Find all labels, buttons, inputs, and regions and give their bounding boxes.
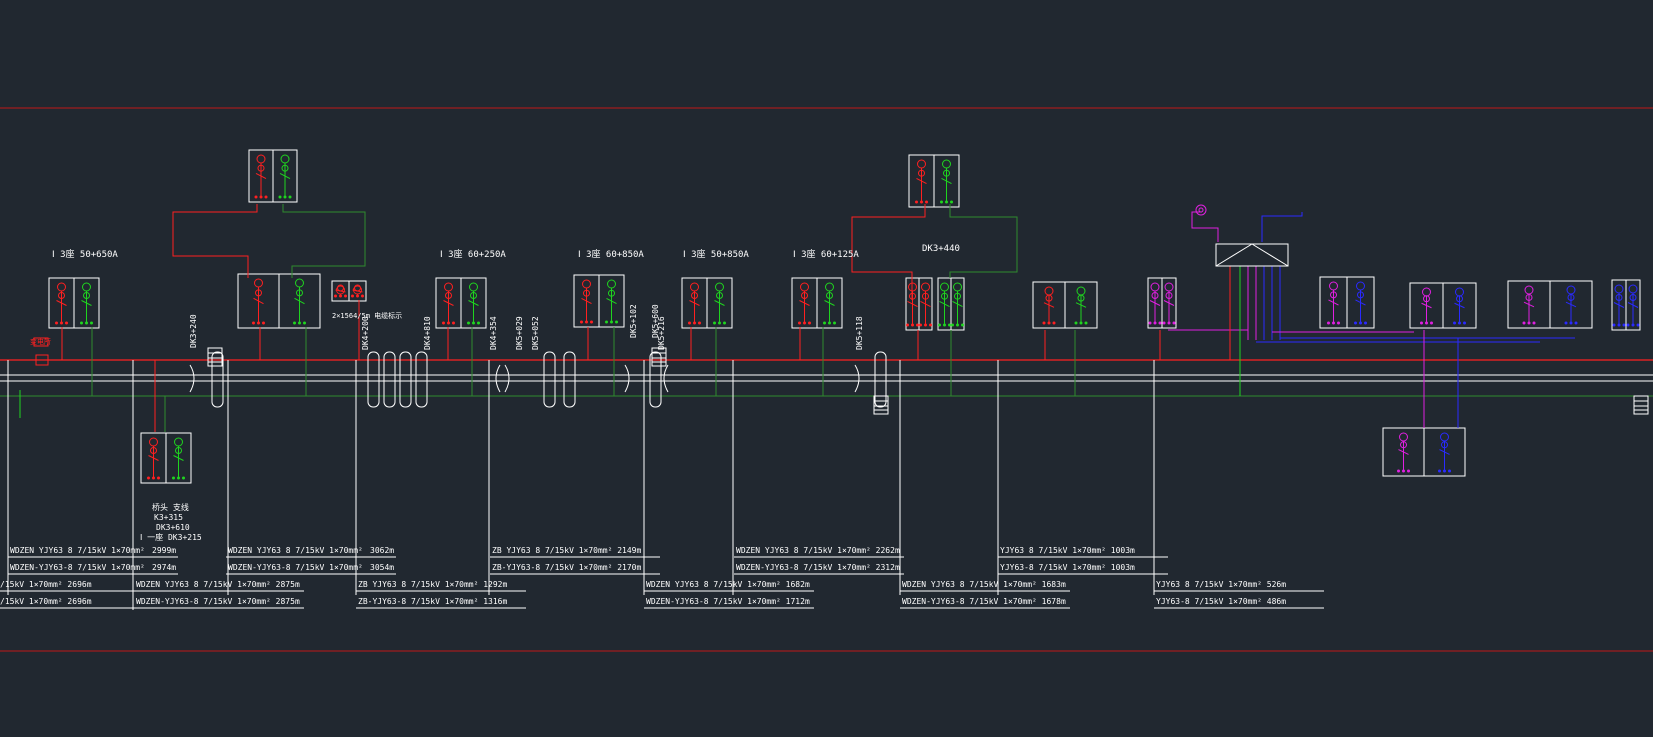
switchgear-cabinet <box>140 432 192 484</box>
stake-label: DK5+102 <box>629 304 638 338</box>
left-source-marker <box>19 337 49 418</box>
cable-spec-row: ZB YJY63 8 7/15kV 1×70mm² 1292mZB-YJY63-… <box>356 580 526 609</box>
cable-spec-row: WDZEN YJY63 8 7/15kV 1×70mm² 2875mWDZEN-… <box>134 580 304 609</box>
cable-spec-line-2: YJY63-8 7/15kV 1×70mm² 1003m <box>1000 563 1135 572</box>
stake-label: DK4+354 <box>489 316 498 350</box>
cable-spec-row: WDZEN YJY63 8 7/15kV 1×70mm² 2262mWDZEN-… <box>734 546 904 575</box>
vertical-drop-lines <box>7 360 1155 610</box>
branch-note-4: Ⅰ 一座 DK3+215 <box>140 532 202 542</box>
stake-label: DK5+216 <box>657 316 666 350</box>
cable-spec-row: WDZEN YJY63 8 7/15kV 1×70mm² WDZEN-YJY63-… <box>8 546 178 575</box>
cable-length-1: 3062m <box>370 546 394 555</box>
switchgear-cabinet <box>48 277 100 329</box>
cable-spec-line-1: WDZEN YJY63 8 7/15kV 1×70mm² <box>10 546 145 555</box>
crossing-symbols <box>189 351 887 408</box>
switchgear-cabinet <box>791 277 843 329</box>
cable-spec-line-2: ZB-YJY63-8 7/15kV 1×70mm² 1316m <box>358 597 507 606</box>
cable-spec-row: ZB YJY63 8 7/15kV 1×70mm² 2149mZB-YJY63-… <box>490 546 660 575</box>
stake-labels: DK3+240 DK4+200 DK4+810 DK4+354 DK5+029 DK5+0… <box>189 304 864 350</box>
stake-label: DK5+118 <box>855 316 864 350</box>
switchgear-cabinet <box>1611 279 1641 331</box>
cable-spec-line-1: YJY63 8 7/15kV 1×70mm² 526m <box>1156 580 1286 589</box>
stake-label: DK5+029 <box>515 316 524 350</box>
transformer-symbol <box>1195 204 1289 267</box>
switchgear-cabinet <box>1507 280 1593 329</box>
branch-note-1: 桥头 支线 <box>152 502 189 512</box>
cable-spec-line-2: ZB-YJY63-8 7/15kV 1×70mm² 2170m <box>492 563 641 572</box>
stake-label: DK3+240 <box>189 314 198 348</box>
branch-note-3: DK3+610 <box>156 523 190 532</box>
ladder-markers <box>207 347 1649 415</box>
cable-spec-line-2: WDZEN-YJY63-8 7/15kV 1×70mm² 2875m <box>136 597 300 606</box>
cable-spec-line-1: /15kV 1×70mm² 2696m <box>0 580 92 589</box>
main-bus <box>0 359 1653 397</box>
station-label-3: Ⅰ 3座 60+850A <box>578 248 644 260</box>
left-tag: 变电所 <box>30 337 51 346</box>
cable-spec-line-1: ZB YJY63 8 7/15kV 1×70mm² 1292m <box>358 580 507 589</box>
switchgear-cabinet <box>1147 277 1177 329</box>
cable-spec-line-2: WDZEN-YJY63-8 7/15kV 1×70mm² 1678m <box>902 597 1066 606</box>
switchgear-cabinet <box>435 277 487 329</box>
cable-spec-line-1: WDZEN YJY63 8 7/15kV 1×70mm² 2875m <box>136 580 300 589</box>
stake-label: DK5+052 <box>531 316 540 350</box>
cable-spec-line-1: YJY63 8 7/15kV 1×70mm² 1003m <box>1000 546 1135 555</box>
cable-length-2: 2974m <box>152 563 176 572</box>
stake-label: DK4+810 <box>423 316 432 350</box>
switchgear-cabinet <box>1409 282 1477 329</box>
cable-spec-line-2: YJY63-8 7/15kV 1×70mm² 486m <box>1156 597 1286 606</box>
station-labels: Ⅰ 3座 50+650A Ⅰ 3座 60+250A Ⅰ 3座 60+850A Ⅰ… <box>30 244 960 542</box>
switchgear-cabinet <box>681 277 733 329</box>
stake-label: DK4+200 <box>361 316 370 350</box>
cable-tables: WDZEN YJY63 8 7/15kV 1×70mm² WDZEN-YJY63-… <box>0 546 1324 609</box>
cable-spec-line-1: WDZEN YJY63 8 7/15kV 1×70mm² 2262m <box>736 546 900 555</box>
cable-spec-row: WDZEN YJY63 8 7/15kV 1×70mm² WDZEN-YJY63-… <box>226 546 396 575</box>
center-box-label: DK3+440 <box>922 244 960 254</box>
cable-spec-line-2: WDZEN-YJY63-8 7/15kV 1×70mm² 2312m <box>736 563 900 572</box>
switchgear-cabinet <box>248 149 298 203</box>
cable-spec-line-2: WDZEN-YJY63-8 7/15kV 1×70mm² <box>10 563 145 572</box>
cable-spec-line-1: WDZEN YJY63 8 7/15kV 1×70mm² 1683m <box>902 580 1066 589</box>
branch-note-2: K3+315 <box>154 513 183 522</box>
cable-spec-line-2: WDZEN-YJY63-8 7/15kV 1×70mm² <box>228 563 363 572</box>
cable-spec-line-2: WDZEN-YJY63-8 7/15kV 1×70mm² 1712m <box>646 597 810 606</box>
connection-wires <box>61 204 1575 432</box>
switchgear-cabinet <box>1032 281 1098 329</box>
cable-spec-line-1: WDZEN YJY63 8 7/15kV 1×70mm² 1682m <box>646 580 810 589</box>
switchgear-cabinet <box>331 280 367 302</box>
cable-spec-row: WDZEN YJY63 8 7/15kV 1×70mm² 1682mWDZEN-… <box>644 580 814 609</box>
switchgear-cabinet <box>237 273 321 329</box>
sub-box-label: 2×1564/5m 电缆标示 <box>332 311 402 320</box>
cable-spec-line-2: /15kV 1×70mm² 2696m <box>0 597 92 606</box>
cable-spec-row: WDZEN YJY63 8 7/15kV 1×70mm² 1683mWDZEN-… <box>900 580 1070 609</box>
station-label-1: Ⅰ 3座 50+650A <box>52 248 118 260</box>
stake-label: DK5+600 <box>651 304 660 338</box>
switchgear-cabinet <box>908 154 960 208</box>
switchgear-cabinet <box>573 274 625 328</box>
cable-spec-line-1: WDZEN YJY63 8 7/15kV 1×70mm² <box>228 546 363 555</box>
cable-length-1: 2999m <box>152 546 176 555</box>
cable-length-2: 3054m <box>370 563 394 572</box>
cable-spec-line-1: ZB YJY63 8 7/15kV 1×70mm² 2149m <box>492 546 641 555</box>
station-label-4: Ⅰ 3座 50+850A <box>683 248 749 260</box>
station-label-2: Ⅰ 3座 60+250A <box>440 248 506 260</box>
station-label-5: Ⅰ 3座 60+125A <box>793 248 859 260</box>
switchgear-cabinet <box>1319 276 1375 329</box>
